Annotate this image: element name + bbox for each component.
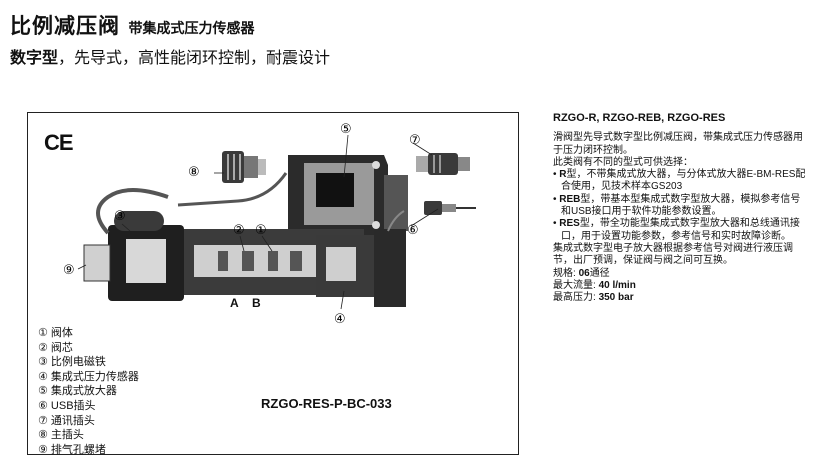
spec-label: 最高压力: (553, 292, 599, 304)
comm-plug-drawing (416, 153, 470, 175)
callout-4: ④ (334, 312, 346, 327)
legend-item: ① 阀体 (38, 327, 73, 339)
callout-5: ⑤ (340, 122, 352, 137)
spec-flow: 最大流量: 40 l/min (553, 280, 808, 292)
variant-key: RES (559, 218, 580, 230)
callout-3: ③ (114, 209, 126, 224)
description-heading: RZGO-R, RZGO-REB, RZGO-RES (553, 112, 726, 124)
port-a-label: A (230, 296, 239, 310)
subtitle-bold: 数字型 (10, 50, 59, 67)
main-plug-drawing (222, 151, 266, 183)
description-panel: RZGO-R, RZGO-REB, RZGO-RES 滑阀型先导式数字型比例减压… (553, 112, 808, 304)
legend-item: ⑦ 通讯插头 (38, 414, 95, 427)
port-b-label: B (252, 296, 261, 310)
legend-item: ② 阀芯 (38, 341, 73, 354)
title-sub: 带集成式压力传感器 (128, 20, 255, 36)
variant-text: 型，带全功能型集成式数字型放大器和总线通讯接口，用于设置功能参数，参考信号和实时… (561, 218, 800, 242)
variant-item: REB型，带基本型集成式数字型放大器，模拟参考信号和USB接口用于软件功能参数设… (553, 194, 808, 219)
model-code: RZGO-RES-P-BC-033 (261, 396, 392, 411)
spec-value: 06 (578, 267, 590, 279)
legend-item: ⑨ 排气孔螺堵 (38, 443, 106, 456)
variant-text: 型，带基本型集成式数字型放大器，模拟参考信号和USB接口用于软件功能参数设置。 (561, 193, 801, 218)
variant-item: RES型，带全功能型集成式数字型放大器和总线通讯接口，用于设置功能参数，参考信号… (553, 218, 808, 243)
page-title: 比例减压阀 带集成式压力传感器 (10, 10, 254, 40)
variant-list: R型，不带集成式放大器，与分体式放大器E-BM-RES配合使用，见技术样本GS2… (553, 169, 808, 243)
spec-label: 规格: (553, 267, 579, 279)
callout-leaders (77, 134, 439, 310)
variant-item: R型，不带集成式放大器，与分体式放大器E-BM-RES配合使用，见技术样本GS2… (553, 169, 808, 194)
subtitle-rest: ，先导式，高性能闭环控制，耐震设计 (58, 50, 331, 67)
ce-mark: CE (44, 130, 74, 155)
description-para: 集成式数字型电子放大器根据参考信号对阀进行液压调节，出厂预调，保证阀与阀之间可互… (553, 242, 793, 267)
pressure-sensor-drawing (316, 210, 406, 307)
spec-pressure: 最高压力: 350 bar (553, 292, 808, 304)
spec-label: 最大流量: (553, 279, 599, 291)
legend-item: ③ 比例电磁铁 (38, 356, 106, 369)
variant-text: 型，不带集成式放大器，与分体式放大器E-BM-RES配合使用，见技术样本GS20… (561, 169, 806, 193)
legend-item: ⑧ 主插头 (38, 429, 84, 442)
legend-item: ⑤ 集成式放大器 (38, 385, 117, 398)
description-choose: 此类阀有不同的型式可供选择： (553, 156, 693, 168)
callout-2: ② (233, 223, 245, 238)
subtitle: 数字型，先导式，高性能闭环控制，耐震设计 (10, 44, 330, 68)
spec-value: 40 l/min (598, 279, 636, 291)
callout-8: ⑧ (188, 165, 200, 180)
spec-value: 350 bar (598, 292, 634, 304)
variant-key: REB (559, 193, 581, 205)
solenoid-drawing (96, 188, 184, 301)
spec-size: 规格: 06通径 (553, 268, 808, 280)
legend-item: ④ 集成式压力传感器 (38, 370, 139, 383)
callout-9: ⑨ (63, 263, 75, 278)
parts-legend: ① 阀体 ② 阀芯 ③ 比例电磁铁 ④ 集成式压力传感器 ⑤ 集成式放大器 ⑥ … (38, 326, 139, 457)
callout-1: ① (255, 223, 267, 238)
valve-drawing: ⑤ ⑦ ⑧ ⑥ ③ ② ① ⑨ ④ (63, 122, 476, 327)
bleed-plug-drawing (83, 244, 111, 282)
valve-figure: CE (27, 112, 519, 457)
variant-key: R (559, 169, 567, 181)
callout-6: ⑥ (407, 223, 419, 238)
legend-item: ⑥ USB插头 (38, 399, 96, 412)
callout-7: ⑦ (409, 133, 421, 148)
spec-unit: 通径 (589, 267, 610, 279)
title-main: 比例减压阀 (10, 15, 120, 38)
description-intro: 滑阀型先导式数字型比例减压阀，带集成式压力传感器用于压力闭环控制。 (553, 132, 803, 156)
usb-plug-drawing (424, 201, 476, 215)
